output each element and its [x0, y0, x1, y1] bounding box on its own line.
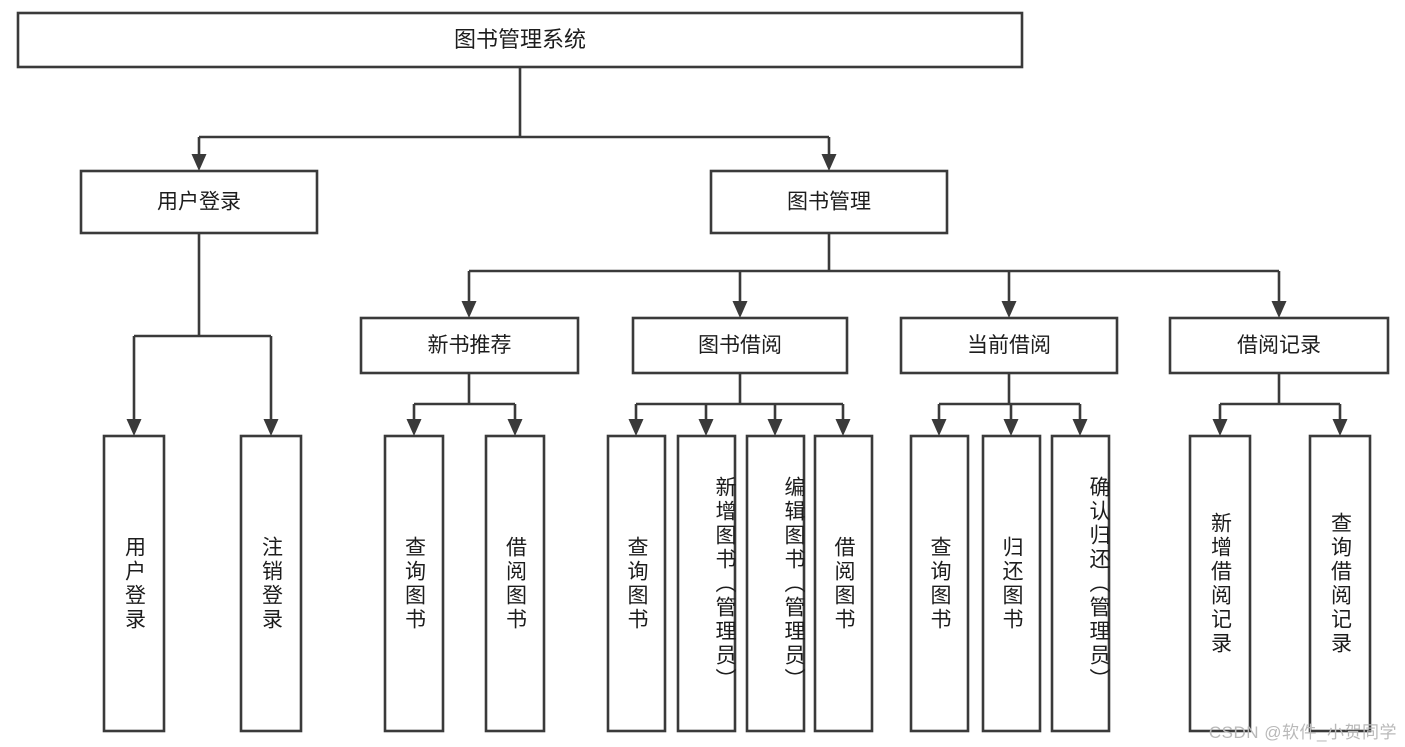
node-label: 借阅记录 — [1237, 334, 1321, 357]
node-leaf-2[interactable] — [383, 434, 445, 733]
node-leaf-5[interactable] — [676, 434, 737, 733]
arrow-head-icon — [1001, 301, 1017, 318]
node-label: 图书借阅 — [698, 334, 782, 357]
arrow-head-icon — [263, 419, 279, 436]
arrow-head-icon — [628, 419, 644, 436]
node-leaf-12[interactable] — [1308, 434, 1372, 733]
node-leaf-9[interactable] — [981, 434, 1042, 733]
node-level3-0[interactable] — [359, 316, 580, 375]
node-root-system[interactable] — [16, 11, 1024, 69]
node-level3-3[interactable] — [1168, 316, 1390, 375]
node-leaf-0[interactable] — [102, 434, 166, 733]
node-level2-0[interactable] — [79, 169, 319, 235]
arrow-head-icon — [126, 419, 142, 436]
arrow-head-icon — [698, 419, 714, 436]
node-label: 新书推荐 — [428, 334, 512, 357]
node-leaf-1[interactable] — [239, 434, 303, 733]
csdn-watermark: CSDN @软件_小贺同学 — [1208, 723, 1397, 742]
arrow-head-icon — [191, 154, 207, 171]
arrow-head-icon — [1271, 301, 1287, 318]
node-label: 图书管理系统 — [454, 27, 586, 52]
node-leaf-7[interactable] — [813, 434, 874, 733]
arrow-head-icon — [1332, 419, 1348, 436]
arrow-head-icon — [931, 419, 947, 436]
node-leaf-10[interactable] — [1050, 434, 1111, 733]
node-label: 当前借阅 — [967, 334, 1051, 357]
arrow-head-icon — [821, 154, 837, 171]
node-leaf-11[interactable] — [1188, 434, 1252, 733]
arrow-head-icon — [461, 301, 477, 318]
arrow-head-icon — [732, 301, 748, 318]
node-label: 用户登录 — [157, 191, 241, 214]
node-label: 图书管理 — [787, 191, 871, 214]
arrow-head-icon — [1003, 419, 1019, 436]
arrow-head-icon — [835, 419, 851, 436]
node-leaf-3[interactable] — [484, 434, 546, 733]
arrow-head-icon — [507, 419, 523, 436]
node-level2-1[interactable] — [709, 169, 949, 235]
node-level3-2[interactable] — [899, 316, 1119, 375]
arrow-head-icon — [767, 419, 783, 436]
node-leaf-8[interactable] — [909, 434, 970, 733]
arrow-head-icon — [406, 419, 422, 436]
node-level3-1[interactable] — [631, 316, 849, 375]
arrow-head-icon — [1212, 419, 1228, 436]
node-leaf-6[interactable] — [745, 434, 806, 733]
arrow-head-icon — [1072, 419, 1088, 436]
node-leaf-4[interactable] — [606, 434, 667, 733]
edges-layer — [126, 67, 1348, 436]
boxes-layer — [16, 11, 1390, 733]
